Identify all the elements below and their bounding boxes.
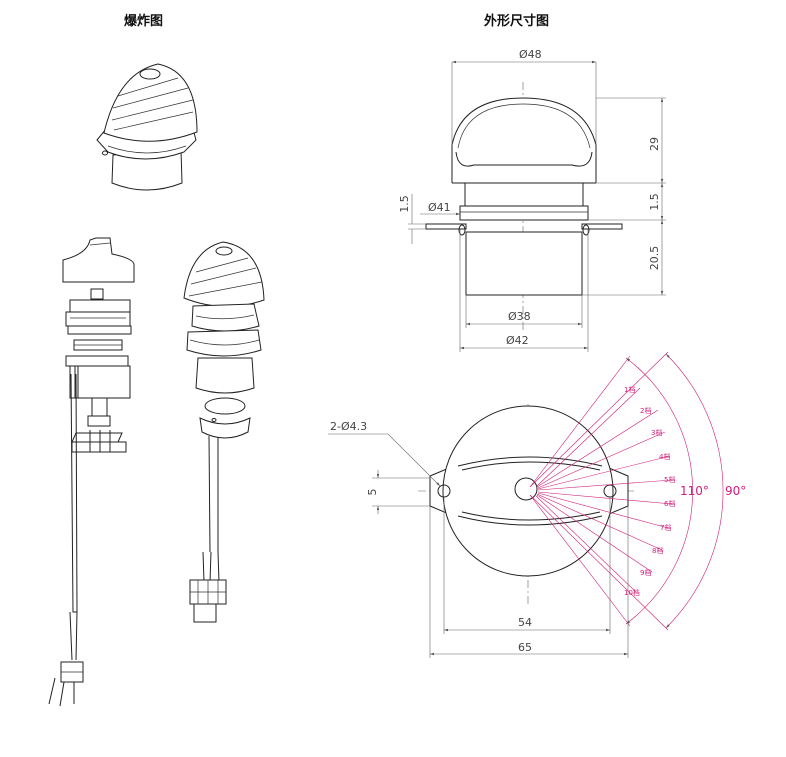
position-label-9: 9档 (640, 568, 651, 577)
position-label-8: 8档 (652, 546, 663, 555)
dim-collar-height: 1.5 (648, 193, 661, 211)
position-label-7: 7档 (660, 523, 671, 532)
dim-flange-thickness: 1.5 (398, 195, 411, 213)
dim-body-diameter: Ø38 (508, 310, 531, 323)
position-label-2: 2档 (640, 406, 651, 415)
position-label-1: 1档 (624, 385, 635, 394)
position-label-10: 10档 (624, 588, 640, 597)
dim-total-width: 65 (518, 641, 532, 654)
top-view-labels: 2-Ø4.3 5 54 65 1档 2档 3档 4档 5档 6档 7档 8档 9… (330, 385, 746, 654)
dim-offset: 5 (366, 489, 379, 496)
exploded-view-title: 爆炸图 (124, 14, 164, 29)
dim-bottom-diameter: Ø42 (506, 334, 529, 347)
exploded-assembly-knob (183, 241, 265, 623)
dimension-drawing-title: 外形尺寸图 (484, 14, 550, 29)
side-view-dimension-labels: Ø48 29 1.5 20.5 1.5 Ø41 Ø38 Ø42 (398, 48, 661, 347)
dim-hole-spec: 2-Ø4.3 (330, 420, 367, 433)
exploded-component-stack (48, 237, 135, 707)
dim-top-diameter: Ø48 (519, 48, 542, 61)
dim-hole-spacing: 54 (518, 616, 532, 629)
position-label-3: 3档 (651, 428, 662, 437)
position-label-6: 6档 (664, 499, 675, 508)
dim-knob-height: 29 (648, 137, 661, 151)
assembled-knob-illustration (96, 63, 198, 191)
top-view-drawing (328, 351, 724, 658)
position-label-5: 5档 (664, 475, 675, 484)
side-view-drawing (408, 60, 666, 352)
dim-flange-diameter: Ø41 (428, 201, 451, 214)
dim-body-height: 20.5 (648, 246, 661, 271)
angle-110-label: 110° (680, 484, 709, 498)
position-label-4: 4档 (659, 452, 670, 461)
angle-90-label: 90° (725, 484, 746, 498)
